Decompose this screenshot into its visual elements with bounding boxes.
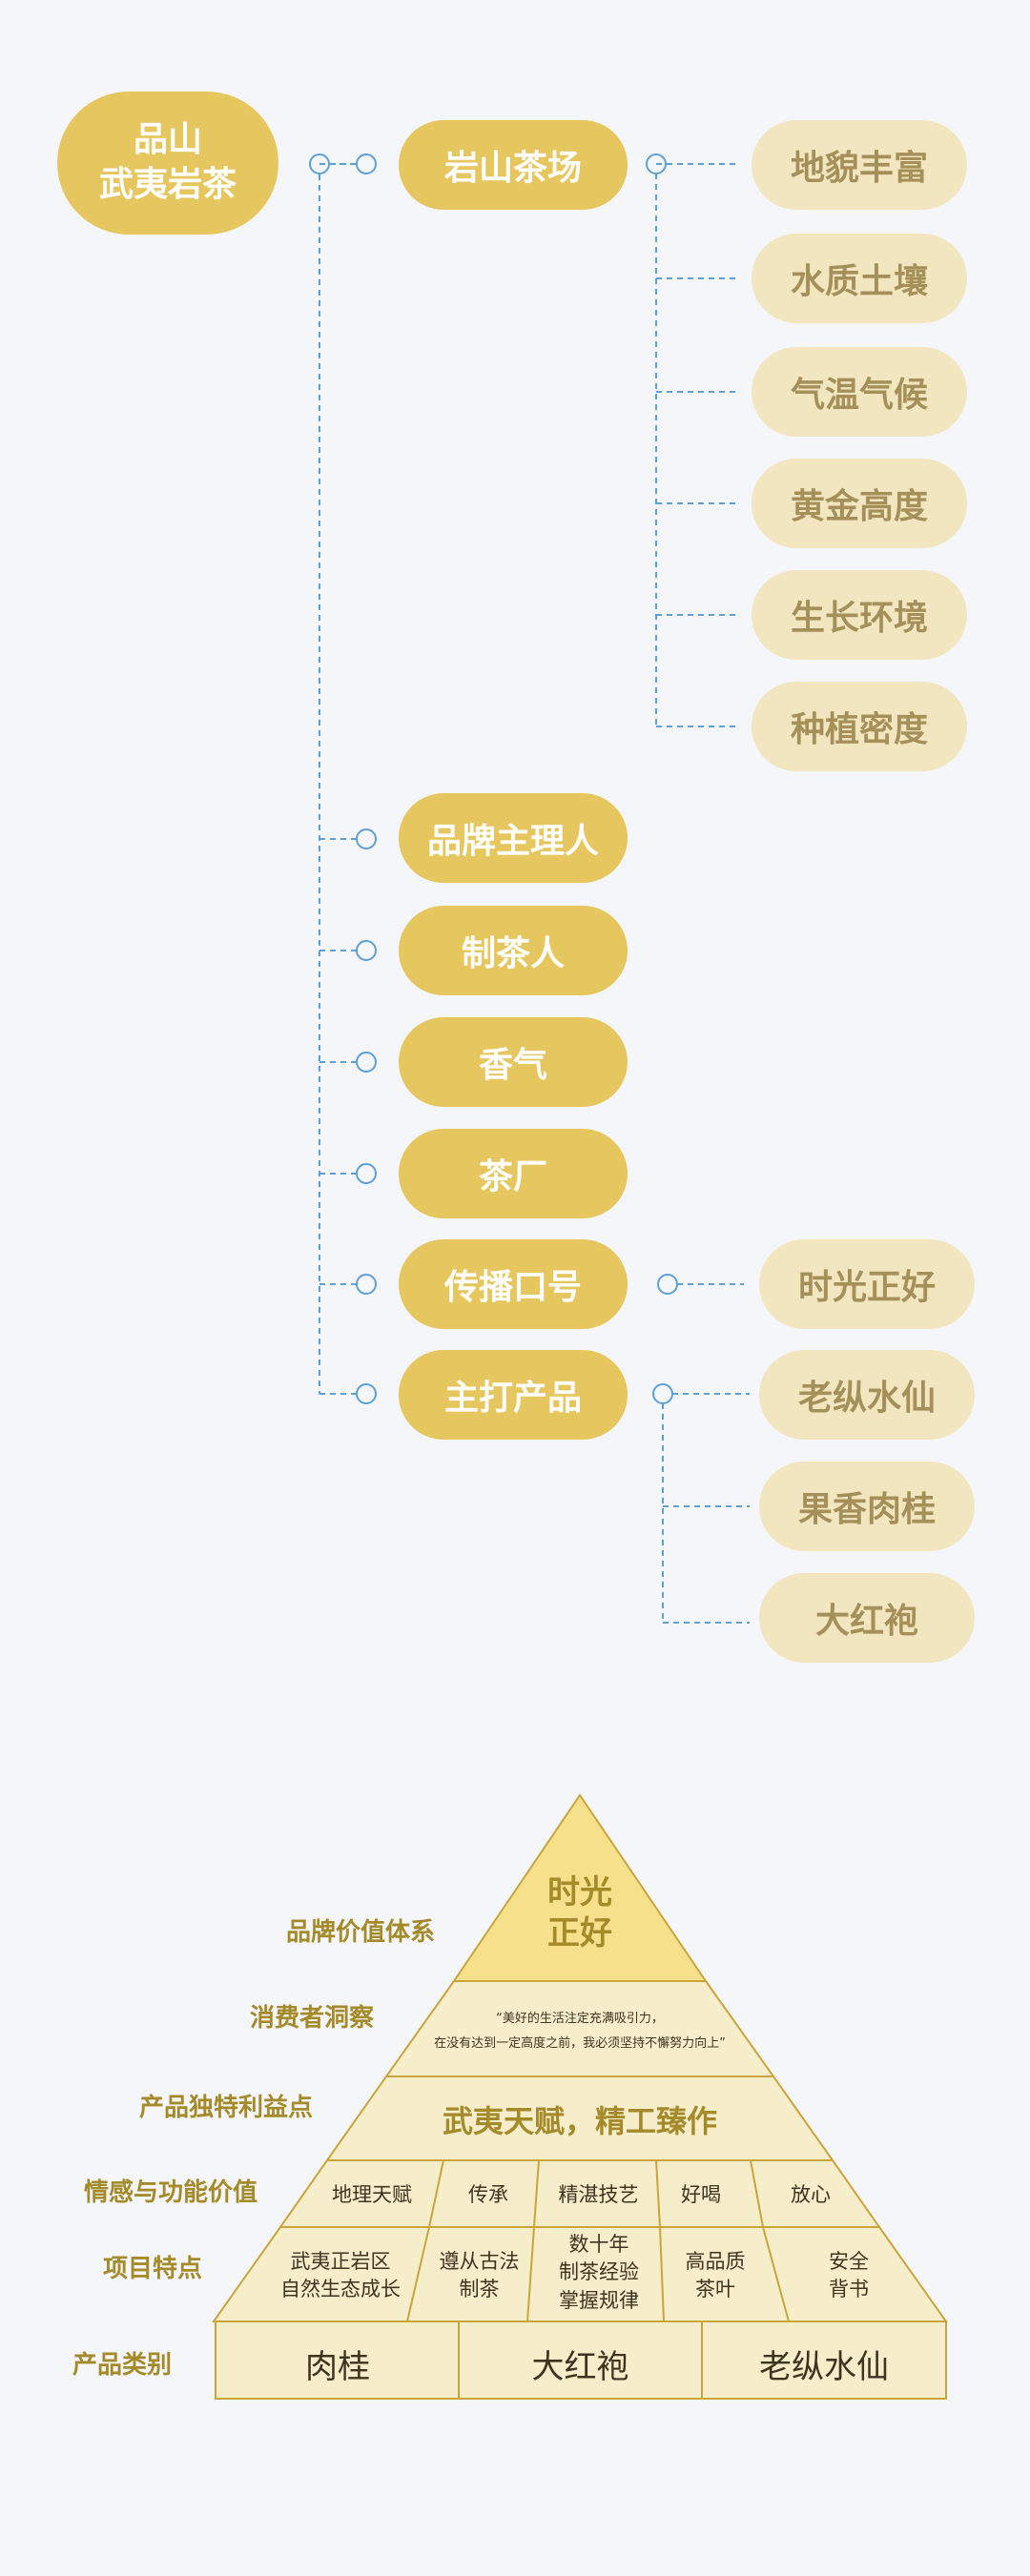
label-unique-benefit: 产品独特利益点 [138, 2094, 313, 2122]
branch-brand-manager[interactable]: 品牌主理人 [399, 793, 628, 883]
branch-tea-maker[interactable]: 制茶人 [399, 906, 628, 995]
leaf-node[interactable]: 水质土壤 [752, 234, 967, 323]
feature-cell: 安全 背书 [829, 2250, 869, 2301]
tree-connectors [309, 153, 750, 1624]
leaf-node[interactable]: 时光正好 [759, 1239, 975, 1329]
label-consumer-insight: 消费者洞察 [249, 2004, 374, 2033]
branch-connector-circle [356, 828, 377, 849]
leaf-label: 种植密度 [790, 710, 928, 749]
leaf-label: 气温气候 [790, 376, 928, 415]
branch-yanshan-tea-farm[interactable]: 岩山茶场 [399, 120, 628, 210]
branch-connector-circle [356, 940, 377, 961]
label-features: 项目特点 [102, 2255, 202, 2283]
leaf-label: 时光正好 [797, 1268, 936, 1307]
value-cell: 传承 [468, 2183, 508, 2206]
feature-cell: 数十年 制茶经验 掌握规律 [559, 2233, 639, 2312]
feature-cell: 遵从古法 制茶 [439, 2250, 520, 2301]
pyramid-tier-insight [384, 1980, 775, 2077]
leaf-label: 大红袍 [814, 1602, 918, 1641]
insight-line-2: 在没有达到一定高度之前，我必须坚持不懈努力向上” [434, 2036, 726, 2051]
branch-connector-circle [356, 1274, 377, 1295]
leaf-label: 老纵水仙 [797, 1379, 936, 1418]
leaf-node[interactable]: 地貌丰富 [752, 120, 967, 210]
category-cell: 老纵水仙 [759, 2348, 889, 2386]
leaf-node[interactable]: 大红袍 [759, 1573, 975, 1663]
category-cell: 肉桂 [305, 2348, 370, 2386]
branch-label: 主打产品 [443, 1379, 582, 1418]
root-node[interactable]: 品山 武夷岩茶 [57, 92, 278, 235]
branch-aroma[interactable]: 香气 [399, 1017, 628, 1107]
sub-connector-circle [657, 1274, 678, 1295]
category-cell: 大红袍 [531, 2348, 629, 2386]
branch-main-products[interactable]: 主打产品 [399, 1350, 628, 1440]
label-category: 产品类别 [72, 2351, 172, 2380]
value-cell: 好喝 [681, 2183, 721, 2206]
branch-connector-circle [356, 1052, 377, 1073]
leaf-label: 黄金高度 [790, 487, 928, 526]
value-cell: 放心 [791, 2183, 831, 2206]
leaf-node[interactable]: 老纵水仙 [759, 1350, 975, 1440]
value-cell: 精湛技艺 [558, 2183, 639, 2206]
feature-cell: 武夷正岩区 自然生态成长 [280, 2250, 401, 2301]
branch-label: 茶厂 [478, 1157, 547, 1196]
insight-line-1: “美好的生活注定充满吸引力， [496, 2012, 664, 2026]
leaf-label: 水质土壤 [790, 262, 928, 301]
leaf-label: 生长环境 [790, 599, 928, 638]
branch-factory[interactable]: 茶厂 [399, 1129, 628, 1218]
leaf-label: 果香肉桂 [797, 1490, 936, 1529]
branch-connector-circle [356, 1163, 377, 1184]
sub-connector-circle [652, 1383, 673, 1404]
label-emotional-value: 情感与功能价值 [83, 2178, 258, 2207]
branch-label: 制茶人 [461, 934, 565, 973]
branch-connector-circle [356, 1383, 377, 1404]
leaf-node[interactable]: 生长环境 [752, 570, 967, 660]
branch-label: 香气 [478, 1046, 547, 1085]
branch-slogan[interactable]: 传播口号 [399, 1239, 628, 1329]
value-cell: 地理天赋 [332, 2183, 412, 2206]
leaf-node[interactable]: 黄金高度 [752, 459, 967, 548]
branch-connector-circle [356, 153, 377, 174]
branch-label: 品牌主理人 [426, 822, 599, 861]
leaf-node[interactable]: 果香肉桂 [759, 1462, 975, 1551]
apex-text: 时光 正好 [547, 1873, 612, 1952]
root-label: 品山 武夷岩茶 [98, 120, 237, 204]
feature-cell: 高品质 茶叶 [685, 2250, 746, 2301]
label-brand-value: 品牌价值体系 [285, 1918, 435, 1947]
benefit-text: 武夷天赋，精工臻作 [442, 2103, 717, 2139]
leaf-node[interactable]: 种植密度 [752, 682, 967, 771]
leaf-node[interactable]: 气温气候 [752, 347, 967, 437]
branch-label: 传播口号 [443, 1268, 582, 1307]
branch-label: 岩山茶场 [443, 149, 582, 188]
leaf-label: 地貌丰富 [790, 149, 928, 188]
